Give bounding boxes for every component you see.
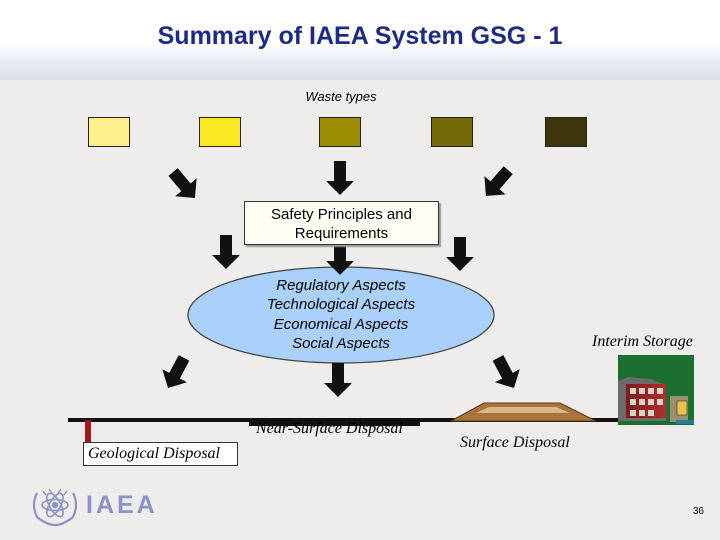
- arrow-icon: [212, 235, 240, 269]
- waste-swatch-5: [545, 117, 587, 147]
- interim-storage-building-icon: [618, 355, 694, 425]
- near-surface-trench: [249, 418, 420, 426]
- aspect-item: Regulatory Aspects: [276, 277, 406, 294]
- arrow-icon: [155, 351, 197, 395]
- waste-swatch-1: [88, 117, 130, 147]
- arrow-icon: [446, 237, 474, 271]
- aspects-list: Regulatory Aspects Technological Aspects…: [252, 276, 430, 353]
- aspect-item: Social Aspects: [292, 334, 390, 352]
- arrow-icon: [475, 160, 519, 206]
- surface-mound-icon: [450, 402, 597, 422]
- safety-principles-box: Safety Principles and Requirements: [244, 201, 439, 245]
- arrow-icon: [485, 351, 527, 395]
- waste-swatch-2: [199, 117, 241, 147]
- page-title: Summary of IAEA System GSG - 1: [157, 22, 563, 50]
- surface-disposal-label: Surface Disposal: [460, 434, 570, 451]
- arrow-icon: [324, 363, 352, 397]
- arrow-icon: [326, 161, 354, 195]
- aspect-item: Economical Aspects: [273, 315, 409, 333]
- iaea-emblem-icon: [32, 488, 78, 527]
- waste-types-label: Waste types: [305, 89, 377, 104]
- geological-disposal-box: [83, 442, 238, 466]
- interim-storage-label: Interim Storage: [592, 333, 693, 350]
- iaea-logo-text: IAEA: [86, 491, 158, 519]
- waste-swatch-3: [319, 117, 361, 147]
- geological-shaft: [85, 420, 91, 444]
- waste-swatch-4: [431, 117, 473, 147]
- aspect-item: Technological Aspects: [266, 296, 416, 314]
- header-band: [0, 0, 720, 80]
- page-number: 36: [692, 506, 704, 517]
- arrow-icon: [162, 162, 206, 208]
- near-surface-disposal-label: Near-Surface Disposal: [256, 420, 403, 437]
- geological-disposal-label: Geological Disposal: [88, 445, 220, 462]
